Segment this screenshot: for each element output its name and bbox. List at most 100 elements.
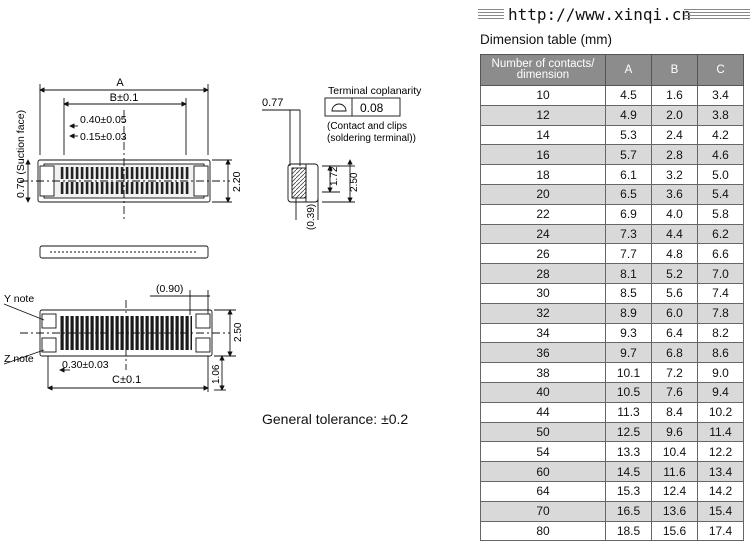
cell-dimension: 5.6 xyxy=(651,282,698,304)
cell-contacts: 80 xyxy=(480,520,606,541)
header-url-strip: http://www.xinqi.cn xyxy=(478,0,750,28)
table-header-row: Number of contacts/ dimension A B C xyxy=(480,54,744,86)
cell-contacts: 12 xyxy=(480,104,606,126)
dim-030-label: 0.30±0.03 xyxy=(62,359,109,371)
coplanarity-note-2: (soldering terminal)) xyxy=(327,133,416,144)
cell-dimension: 4.4 xyxy=(651,223,698,245)
cell-dimension: 15.3 xyxy=(605,480,652,502)
cell-dimension: 6.2 xyxy=(697,223,744,245)
cell-dimension: 8.5 xyxy=(605,282,652,304)
cell-dimension: 12.2 xyxy=(697,441,744,463)
cell-dimension: 4.9 xyxy=(605,104,652,126)
cell-dimension: 11.6 xyxy=(651,461,698,482)
dim-172-label: 1.72 xyxy=(329,166,340,186)
cell-dimension: 13.6 xyxy=(651,500,698,522)
cell-contacts: 40 xyxy=(480,381,606,403)
cell-dimension: 7.8 xyxy=(697,302,744,324)
cell-dimension: 6.0 xyxy=(651,302,698,324)
cell-contacts: 54 xyxy=(480,441,606,463)
cell-dimension: 2.8 xyxy=(651,144,698,166)
cell-dimension: 13.3 xyxy=(605,441,652,463)
header-contacts: Number of contacts/ dimension xyxy=(480,54,606,86)
cell-dimension: 6.4 xyxy=(651,322,698,344)
cell-dimension: 5.3 xyxy=(605,124,652,146)
cell-contacts: 70 xyxy=(480,500,606,522)
cell-dimension: 17.4 xyxy=(697,520,744,541)
y-note-label: Y note xyxy=(4,293,34,305)
cell-dimension: 14.2 xyxy=(697,480,744,502)
cell-dimension: 8.1 xyxy=(605,263,652,284)
cell-dimension: 7.0 xyxy=(697,263,744,284)
dim-090-label: (0.90) xyxy=(156,283,183,295)
cell-dimension: 14.5 xyxy=(605,461,652,482)
cell-contacts: 36 xyxy=(480,342,606,364)
cell-dimension: 9.7 xyxy=(605,342,652,364)
cell-dimension: 3.8 xyxy=(697,104,744,126)
cell-contacts: 60 xyxy=(480,461,606,482)
cell-dimension: 18.5 xyxy=(605,520,652,541)
coplanarity-note-1: (Contact and clips xyxy=(327,121,407,132)
cell-dimension: 10.2 xyxy=(697,401,744,423)
cell-dimension: 2.0 xyxy=(651,104,698,126)
cell-dimension: 4.6 xyxy=(697,144,744,166)
cell-contacts: 50 xyxy=(480,421,606,443)
cell-contacts: 16 xyxy=(480,144,606,166)
cell-dimension: 9.4 xyxy=(697,381,744,403)
cell-contacts: 32 xyxy=(480,302,606,324)
cell-dimension: 6.8 xyxy=(651,342,698,364)
cell-dimension: 6.6 xyxy=(697,243,744,265)
cell-contacts: 26 xyxy=(480,243,606,265)
cell-dimension: 3.4 xyxy=(697,85,744,106)
cell-contacts: 10 xyxy=(480,85,606,106)
suction-face-label: 0.70 (Suction face) xyxy=(15,110,27,198)
header-url: http://www.xinqi.cn xyxy=(508,5,692,24)
cell-dimension: 13.4 xyxy=(697,461,744,482)
header-stripes-right xyxy=(684,9,750,21)
header-a: A xyxy=(605,54,652,86)
cell-contacts: 44 xyxy=(480,401,606,423)
cell-dimension: 5.7 xyxy=(605,144,652,166)
dim-250-side-label: 2.50 xyxy=(349,172,360,192)
cell-dimension: 10.4 xyxy=(651,441,698,463)
cell-contacts: 30 xyxy=(480,282,606,304)
cell-contacts: 14 xyxy=(480,124,606,146)
dim-height-label: 2.20 xyxy=(231,171,243,192)
table-title: Dimension table (mm) xyxy=(480,32,613,47)
cell-dimension: 6.9 xyxy=(605,203,652,225)
header-b: B xyxy=(651,54,698,86)
cell-dimension: 7.4 xyxy=(697,282,744,304)
cell-dimension: 9.6 xyxy=(651,421,698,443)
cell-dimension: 3.6 xyxy=(651,183,698,205)
cell-dimension: 3.2 xyxy=(651,164,698,185)
dim-offset-label: 0.77 xyxy=(262,97,283,109)
technical-drawing: A B±0.1 0.40±0.05 0.15±0.03 2.20 0.70 (S… xyxy=(3,77,422,392)
general-tolerance: General tolerance: ±0.2 xyxy=(262,411,409,427)
cell-dimension: 5.0 xyxy=(697,164,744,185)
cell-dimension: 7.2 xyxy=(651,362,698,383)
cell-dimension: 9.3 xyxy=(605,322,652,344)
cell-contacts: 24 xyxy=(480,223,606,245)
cell-dimension: 12.4 xyxy=(651,480,698,502)
dim-106-label: 1.06 xyxy=(211,364,222,384)
cell-dimension: 5.8 xyxy=(697,203,744,225)
cell-contacts: 18 xyxy=(480,164,606,185)
